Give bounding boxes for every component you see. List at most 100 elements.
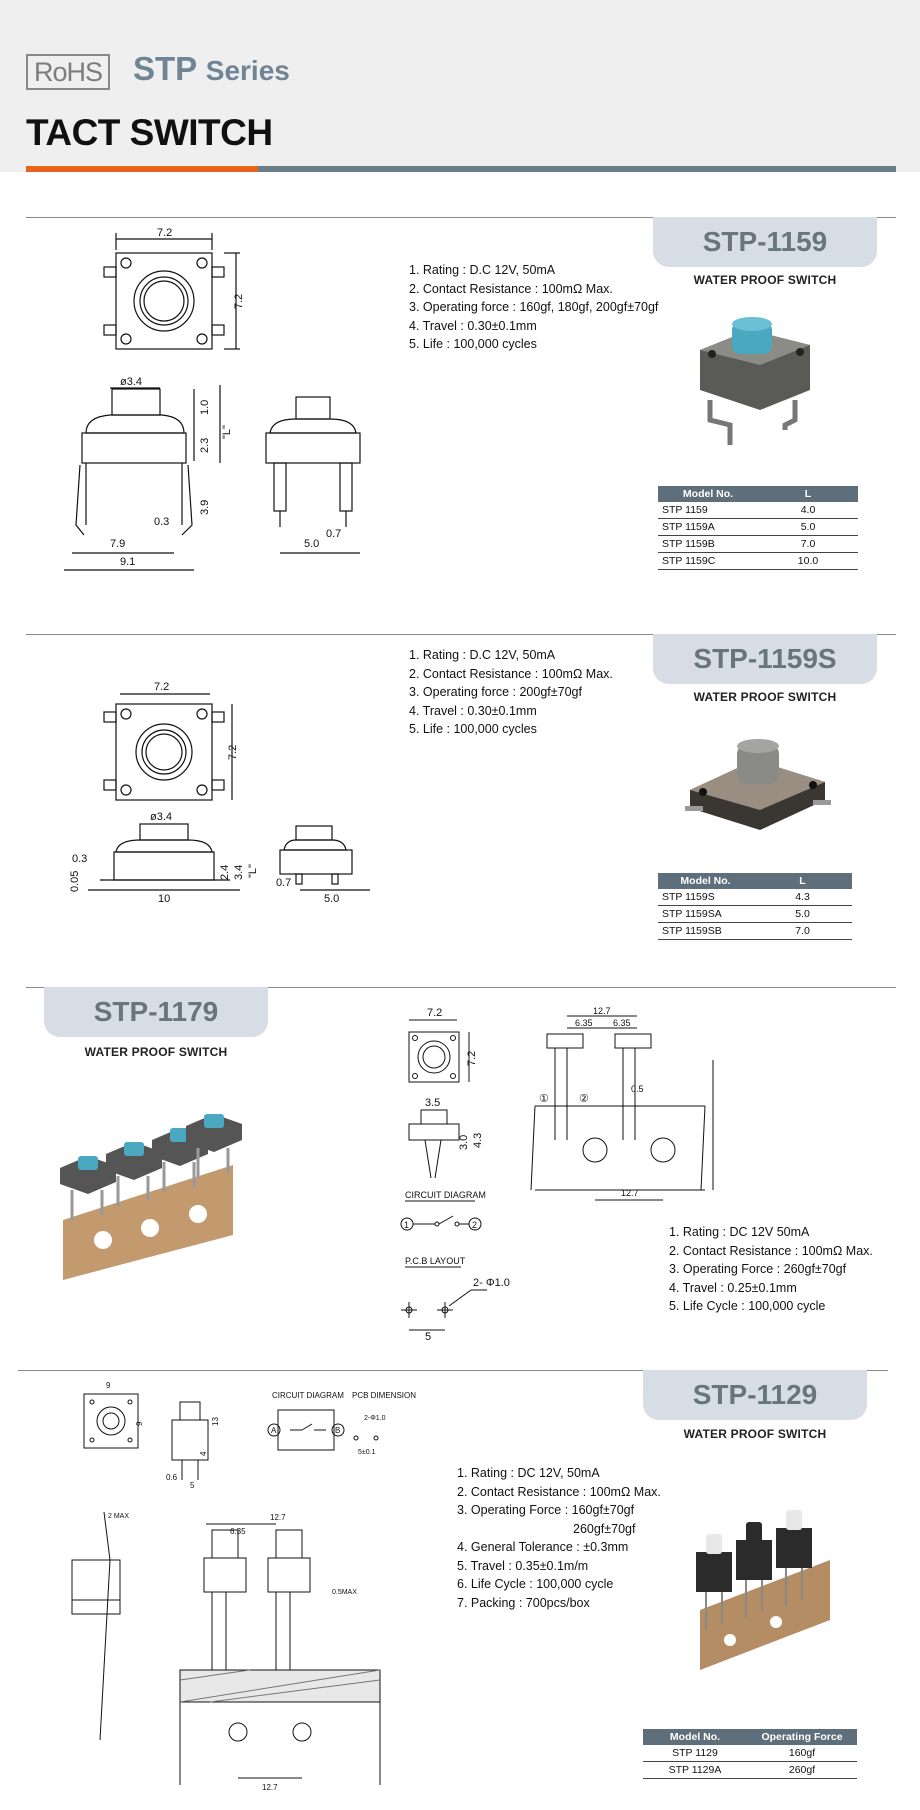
svg-text:12.7: 12.7 — [593, 1006, 611, 1016]
svg-text:3.4: 3.4 — [233, 865, 245, 880]
svg-text:3.9: 3.9 — [199, 500, 211, 515]
section-divider — [18, 1370, 888, 1371]
model-subtitle: WATER PROOF SWITCH — [693, 690, 837, 704]
page-title: TACT SWITCH — [26, 112, 273, 153]
table-header-row: Model No.Operating Force — [643, 1729, 857, 1745]
technical-drawing: 7.2 7.2 ø3.4 7.9 9.1 0.3 1.0 2.3 3.9 "L"… — [64, 227, 361, 571]
table-header-row: Model No.L — [658, 486, 858, 502]
svg-text:3.5: 3.5 — [425, 1097, 440, 1109]
model-tag: STP-1129 — [643, 1370, 867, 1420]
svg-text:13: 13 — [211, 1417, 220, 1426]
svg-text:ø3.4: ø3.4 — [120, 376, 142, 388]
series-title: STP Series — [133, 50, 290, 87]
spec-list: 1. Rating : D.C 12V, 50mA 2. Contact Res… — [409, 648, 613, 736]
technical-drawing: 7.2 7.2 ø3.4 10 0.3 0.05 2.4 3.4 "L" 5.0… — [69, 681, 370, 905]
svg-text:ø3.4: ø3.4 — [150, 811, 172, 823]
product-photo — [700, 317, 810, 445]
svg-text:0.6: 0.6 — [166, 1473, 178, 1482]
svg-text:10: 10 — [158, 893, 170, 905]
svg-text:5.0: 5.0 — [324, 893, 339, 905]
spec-list: 1. Rating : D.C 12V, 50mA 2. Contact Res… — [409, 263, 659, 351]
svg-text:2: 2 — [472, 1220, 477, 1230]
svg-text:0.5MAX: 0.5MAX — [332, 1589, 357, 1596]
svg-text:7.2: 7.2 — [233, 294, 245, 309]
svg-text:12.7: 12.7 — [621, 1188, 639, 1198]
spec-list: 1. Rating : DC 12V, 50mA 2. Contact Resi… — [457, 1466, 661, 1610]
svg-text:1: 1 — [404, 1220, 409, 1230]
svg-text:2 MAX: 2 MAX — [108, 1513, 129, 1520]
model-tag: STP-1159 — [653, 217, 877, 267]
rohs-logo: RoHS — [26, 54, 110, 90]
section-divider — [26, 217, 896, 218]
svg-text:PCB DIMENSION: PCB DIMENSION — [352, 1391, 416, 1400]
svg-text:7.2: 7.2 — [157, 227, 172, 239]
svg-text:7.2: 7.2 — [227, 745, 239, 760]
section-divider — [26, 987, 896, 988]
svg-text:CIRCUIT DIAGRAM: CIRCUIT DIAGRAM — [272, 1391, 344, 1400]
svg-text:9: 9 — [106, 1381, 111, 1390]
svg-text:5±0.1: 5±0.1 — [358, 1449, 376, 1456]
svg-text:"L": "L" — [247, 864, 259, 878]
svg-text:0.7: 0.7 — [326, 528, 341, 540]
technical-drawing: 7.2 7.2 3.5 3.0 4.3 CIRCUIT DIAGRAM 1 2 … — [400, 1006, 714, 1343]
svg-text:5.0: 5.0 — [304, 538, 319, 550]
svg-text:0.5: 0.5 — [631, 1084, 644, 1094]
svg-text:7.9: 7.9 — [110, 538, 125, 550]
svg-text:12.7: 12.7 — [270, 1513, 286, 1522]
svg-text:7.2: 7.2 — [154, 681, 169, 693]
svg-text:9.1: 9.1 — [120, 556, 135, 568]
svg-text:①: ① — [539, 1093, 549, 1105]
svg-text:5: 5 — [425, 1331, 431, 1343]
spec-list: 1. Rating : DC 12V 50mA 2. Contact Resis… — [669, 1225, 873, 1313]
header-band — [0, 0, 920, 172]
svg-text:A: A — [271, 1426, 277, 1435]
table-header-row: Model No.L — [658, 873, 852, 889]
product-photo — [696, 1510, 830, 1670]
svg-text:4: 4 — [199, 1451, 208, 1456]
svg-text:②: ② — [579, 1093, 589, 1105]
svg-text:6.35: 6.35 — [613, 1018, 631, 1028]
svg-text:P.C.B LAYOUT: P.C.B LAYOUT — [405, 1256, 466, 1266]
model-subtitle: WATER PROOF SWITCH — [693, 273, 837, 287]
svg-text:CIRCUIT DIAGRAM: CIRCUIT DIAGRAM — [405, 1190, 486, 1200]
svg-text:7.2: 7.2 — [427, 1007, 442, 1019]
model-subtitle: WATER PROOF SWITCH — [683, 1427, 827, 1441]
svg-text:2-Φ1.0: 2-Φ1.0 — [364, 1415, 386, 1422]
svg-text:6.35: 6.35 — [575, 1018, 593, 1028]
product-photo — [685, 739, 831, 830]
svg-text:0.05: 0.05 — [69, 871, 81, 892]
svg-text:4.3: 4.3 — [472, 1133, 484, 1148]
model-subtitle: WATER PROOF SWITCH — [84, 1045, 228, 1059]
model-tag: STP-1159S — [653, 634, 877, 684]
svg-text:2.3: 2.3 — [199, 438, 211, 453]
svg-text:9: 9 — [135, 1421, 144, 1426]
svg-text:B: B — [335, 1426, 340, 1435]
svg-text:0.3: 0.3 — [72, 853, 87, 865]
svg-text:7.2: 7.2 — [466, 1051, 478, 1066]
svg-text:0.7: 0.7 — [276, 877, 291, 889]
technical-drawing: 9 9 13 4 0.6 5 CIRCUIT DIAGRAM A B PCB D… — [71, 1381, 416, 1792]
section-divider — [26, 634, 896, 635]
svg-text:12.7: 12.7 — [262, 1783, 278, 1792]
gray-accent-bar — [258, 166, 896, 172]
product-photo — [60, 1114, 242, 1280]
svg-text:3.0: 3.0 — [458, 1135, 470, 1150]
orange-accent-bar — [26, 166, 258, 172]
svg-text:2.4: 2.4 — [219, 865, 231, 880]
model-tag: STP-1179 — [44, 987, 268, 1037]
svg-text:0.3: 0.3 — [154, 516, 169, 528]
svg-text:5: 5 — [190, 1481, 195, 1490]
svg-text:1.0: 1.0 — [199, 400, 211, 415]
